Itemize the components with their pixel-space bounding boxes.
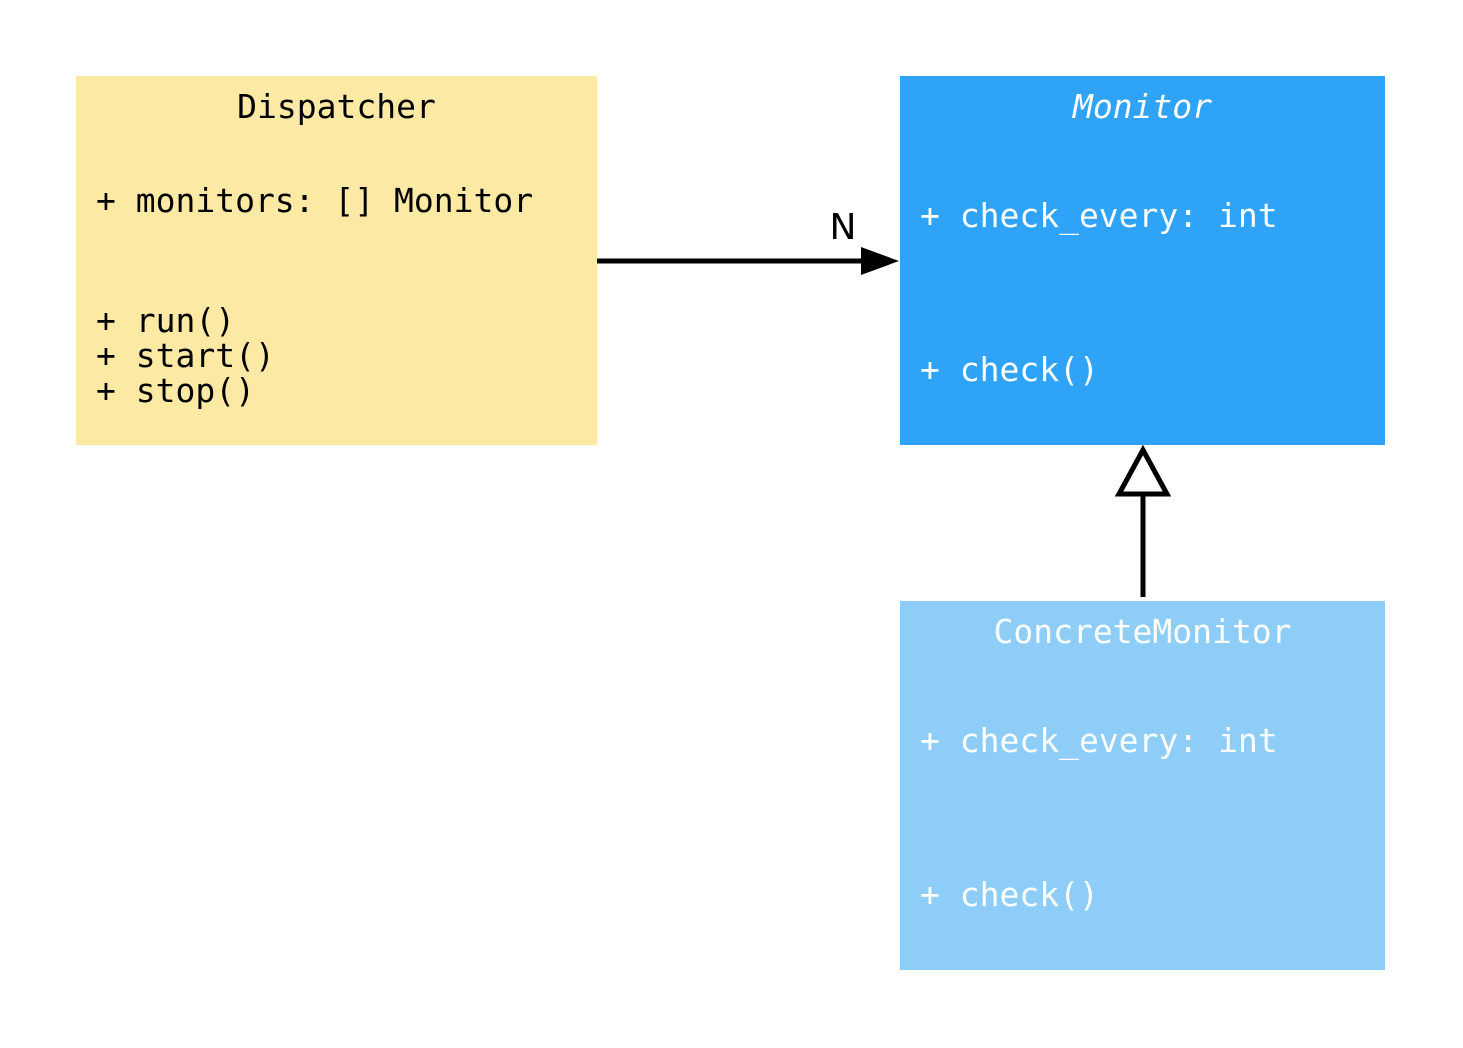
attribute-line: + check_every: int — [920, 720, 1278, 760]
class-box-dispatcher: Dispatcher + monitors: [] Monitor + run(… — [76, 76, 597, 445]
inheritance-triangle-icon — [1114, 444, 1172, 497]
class-title-concrete-monitor: ConcreteMonitor — [993, 611, 1292, 651]
class-attributes-concrete-monitor: + check_every: int — [900, 665, 1385, 815]
class-title-monitor: Monitor — [1072, 86, 1213, 126]
class-box-monitor: Monitor + check_every: int + check() — [900, 76, 1385, 445]
class-methods-monitor: + check() — [900, 294, 1385, 445]
method-line: + stop() — [96, 370, 255, 410]
inheritance-arrow — [1114, 444, 1172, 597]
method-line: + run() — [96, 300, 236, 340]
association-arrowhead-icon — [861, 247, 899, 275]
class-box-concrete-monitor: ConcreteMonitor + check_every: int + che… — [900, 601, 1385, 970]
class-title-dispatcher: Dispatcher — [237, 86, 436, 126]
attribute-line: + monitors: [] Monitor — [96, 181, 534, 220]
class-methods-concrete-monitor: + check() — [900, 819, 1385, 970]
class-attributes-monitor: + check_every: int — [900, 140, 1385, 290]
multiplicity-label: N — [829, 207, 857, 248]
method-line: + check() — [920, 875, 1099, 914]
attribute-line: + check_every: int — [920, 195, 1278, 235]
class-attributes-dispatcher: + monitors: [] Monitor — [76, 140, 597, 261]
association-arrow — [597, 247, 899, 275]
class-methods-dispatcher: + run() + start() + stop() — [76, 265, 597, 445]
method-line: + start() — [96, 335, 275, 375]
method-line: + check() — [920, 350, 1099, 389]
